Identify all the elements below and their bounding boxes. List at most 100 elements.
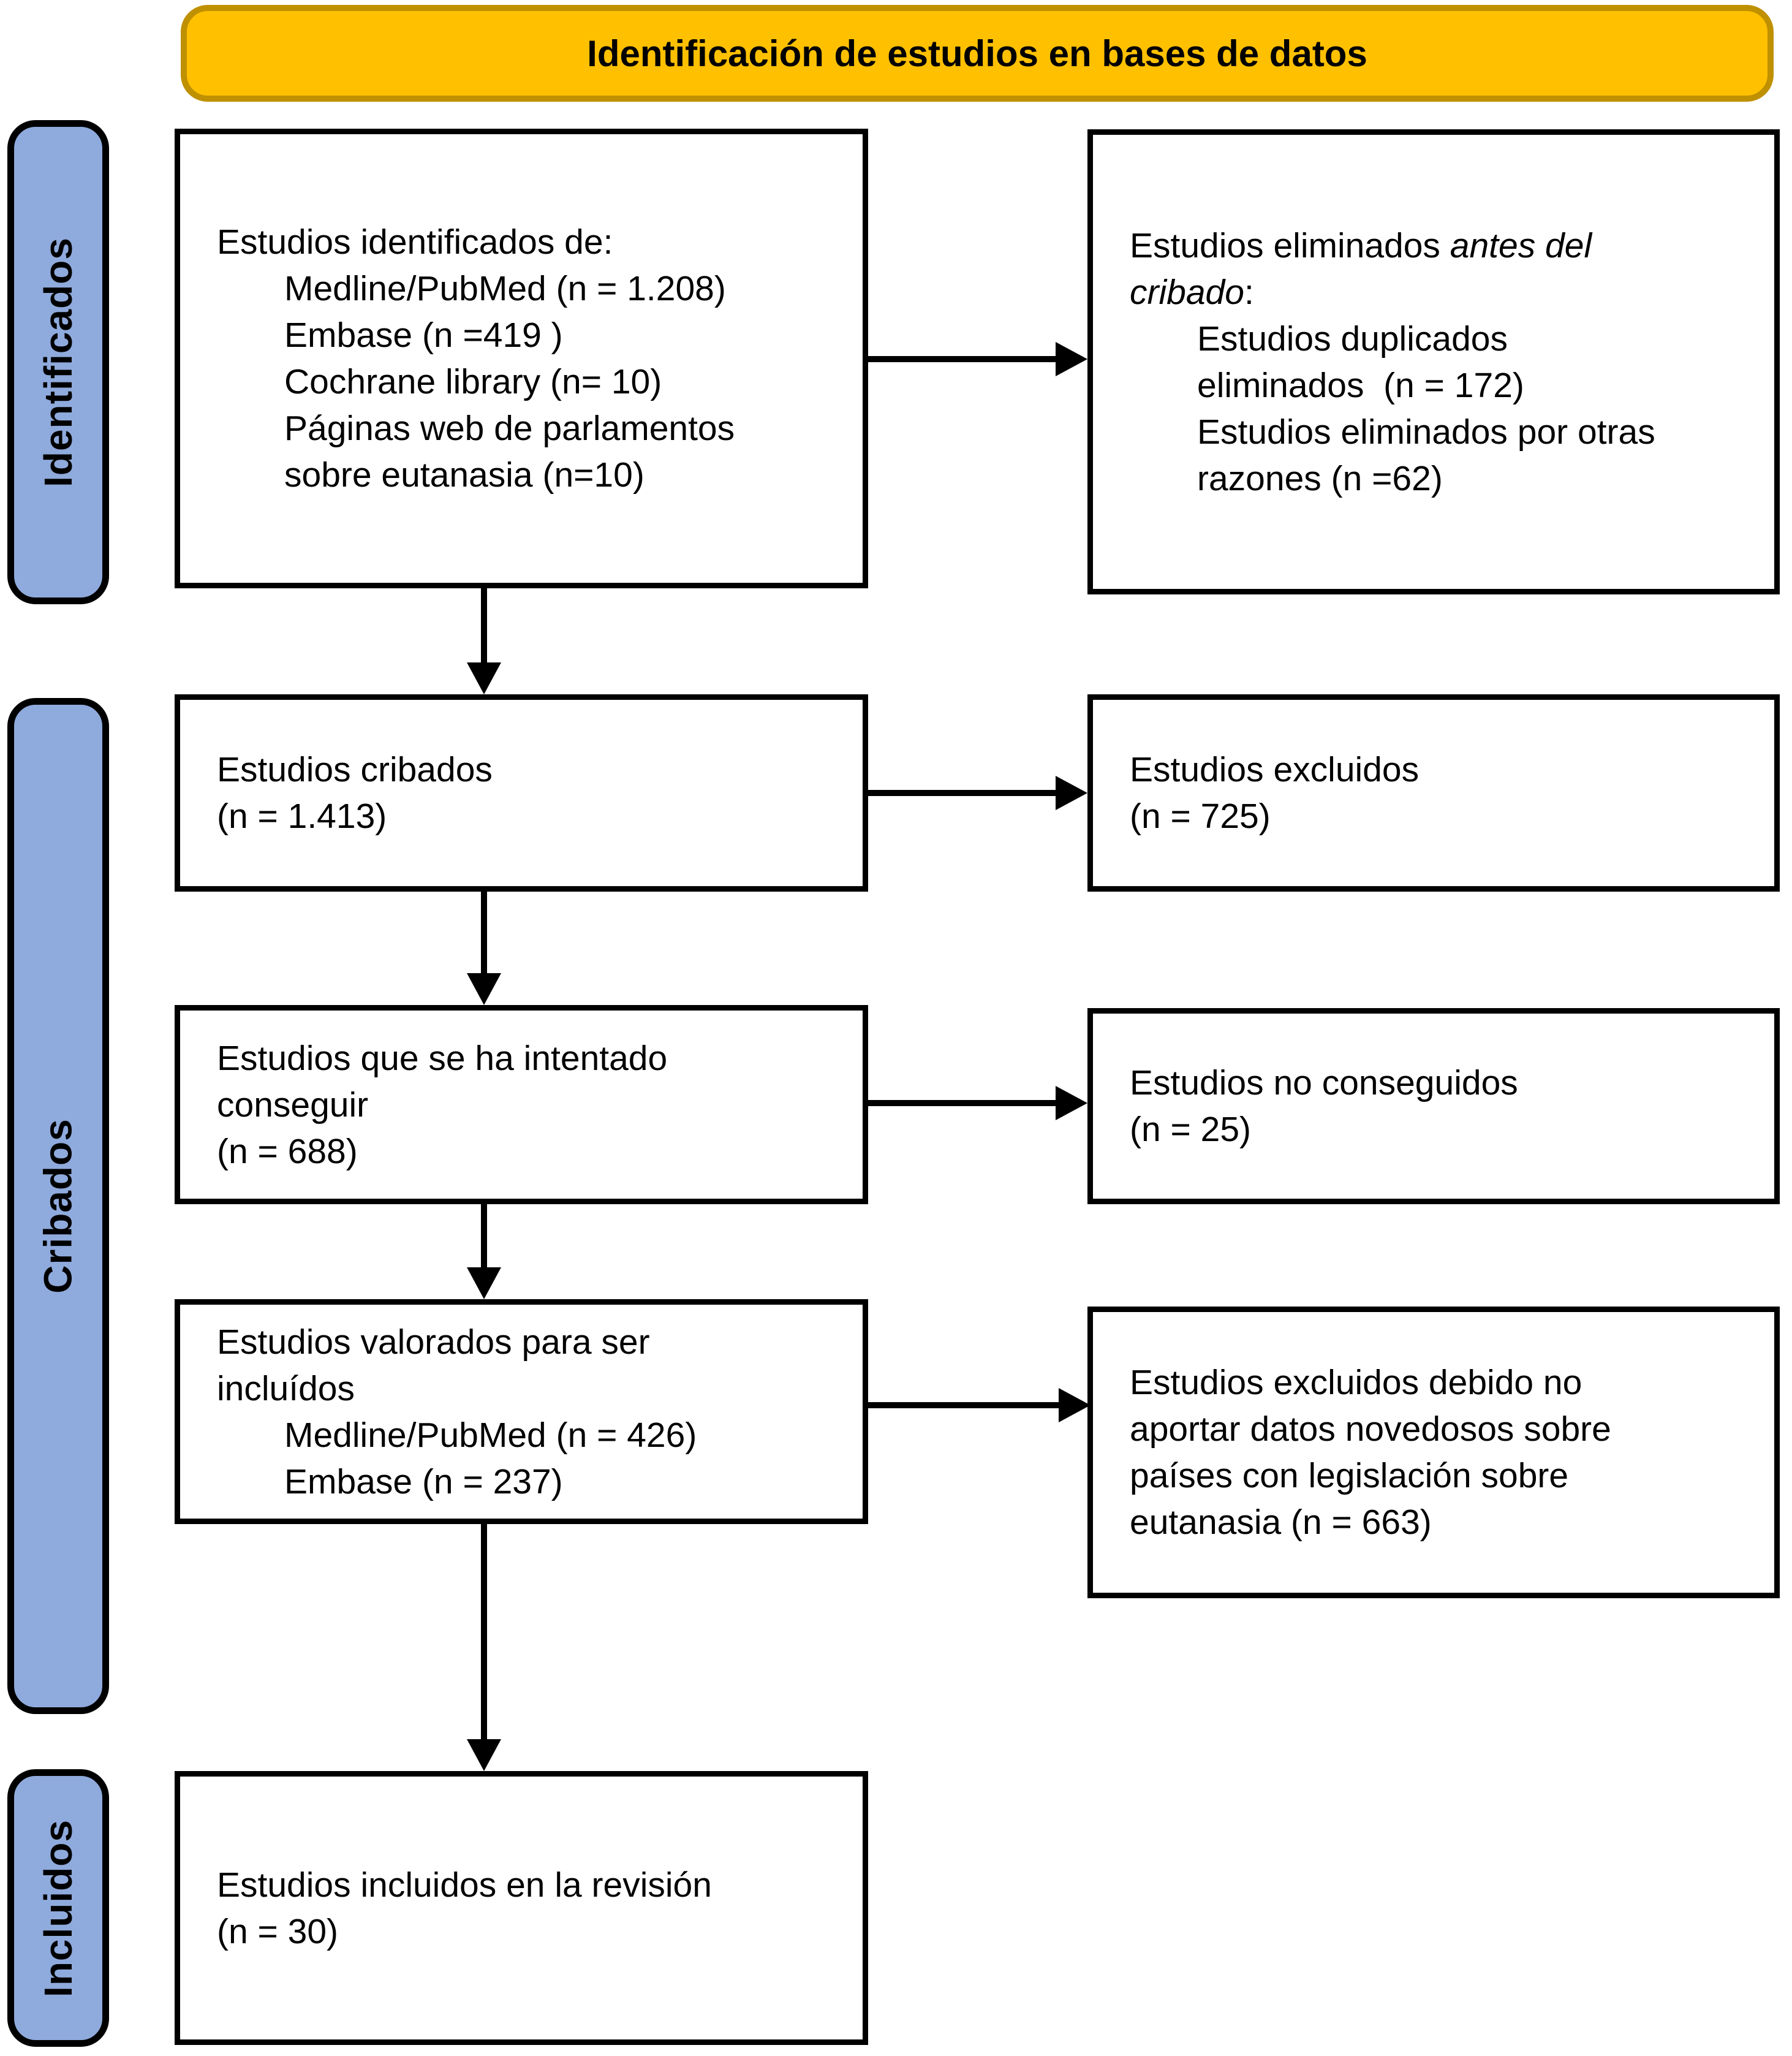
text-line: Medline/PubMed (n = 1.208) [217, 265, 726, 312]
text-segment: Estudios excluidos [1130, 750, 1420, 789]
text-segment: Estudios excluidos debido no [1130, 1363, 1582, 1402]
text-line: Estudios eliminados antes del [1130, 222, 1592, 269]
phase-label-cribados: Cribados [7, 698, 109, 1714]
text-line: incluídos [217, 1365, 355, 1412]
text-line: (n = 25) [1130, 1106, 1251, 1153]
text-line: Estudios excluidos [1130, 746, 1419, 793]
arrow-valorados-to-incluidos [467, 1524, 501, 1771]
arrow-head-down-icon [467, 662, 501, 694]
arrow-head-down-icon [467, 1739, 501, 1771]
text-segment: eliminados (n = 172) [1197, 365, 1524, 405]
text-line: Estudios identificados de: [217, 219, 613, 265]
text-line: Medline/PubMed (n = 426) [217, 1412, 697, 1459]
text-line: aportar datos novedosos sobre [1130, 1406, 1611, 1452]
text-segment: Páginas web de parlamentos [284, 409, 735, 448]
text-segment: Estudios que se ha intentado [217, 1038, 668, 1078]
text-line: Estudios cribados [217, 746, 493, 793]
text-line: (n = 725) [1130, 793, 1271, 840]
arrow-head-right-icon [1059, 1388, 1091, 1422]
text-line: Páginas web de parlamentos [217, 405, 735, 452]
arrow-shaft [481, 892, 487, 973]
text-segment: (n = 688) [217, 1131, 358, 1171]
text-segment: Estudios incluidos en la revisión [217, 1865, 712, 1905]
arrow-intentado-to-no-conseguidos [868, 1086, 1087, 1120]
arrow-valorados-to-excluidos-sin-datos [868, 1388, 1091, 1422]
text-line: (n = 688) [217, 1128, 358, 1175]
text-line: Estudios incluidos en la revisión [217, 1862, 712, 1908]
arrow-head-right-icon [1056, 342, 1087, 376]
text-line: Estudios no conseguidos [1130, 1060, 1518, 1106]
text-segment: Estudios eliminados por otras [1197, 412, 1655, 452]
text-line: eliminados (n = 172) [1130, 362, 1524, 409]
arrow-intentado-to-valorados [467, 1204, 501, 1299]
arrow-head-down-icon [467, 1267, 501, 1299]
arrow-shaft [868, 790, 1056, 796]
arrow-cribados-to-excluidos [868, 776, 1087, 810]
arrow-shaft [481, 1204, 487, 1267]
box-estudios-identificados: Estudios identificados de: Medline/PubMed… [175, 129, 868, 588]
text-segment: Estudios no conseguidos [1130, 1063, 1518, 1102]
box-estudios-incluidos-revision: Estudios incluidos en la revisión (n = 30… [175, 1771, 868, 2045]
header-banner: Identificación de estudios en bases de d… [181, 5, 1774, 102]
text-segment: (n = 725) [1130, 797, 1271, 836]
italic-text-segment: cribado [1130, 272, 1244, 312]
phase-label-identificados-text: Identificados [36, 237, 80, 487]
text-segment: Estudios eliminados [1130, 226, 1450, 265]
text-segment: conseguir [217, 1085, 369, 1125]
text-segment: Estudios valorados para ser [217, 1322, 650, 1362]
text-line: países con legislación sobre [1130, 1452, 1568, 1499]
text-line: sobre eutanasia (n=10) [217, 452, 645, 498]
box-estudios-no-conseguidos: Estudios no conseguidos (n = 25) [1087, 1008, 1780, 1204]
arrow-identificados-to-cribados [467, 588, 501, 694]
arrow-shaft [868, 356, 1056, 362]
text-segment: Cochrane library (n= 10) [284, 362, 662, 401]
phase-label-incluidos-text: Incluidos [36, 1819, 80, 1997]
text-segment: Embase (n =419 ) [284, 316, 563, 355]
arrow-shaft [481, 1524, 487, 1739]
box-estudios-cribados: Estudios cribados (n = 1.413) [175, 694, 868, 892]
text-line: cribado: [1130, 269, 1254, 316]
text-segment: Embase (n = 237) [284, 1462, 563, 1501]
text-segment: incluídos [217, 1368, 355, 1408]
phase-label-cribados-text: Cribados [36, 1118, 80, 1294]
text-line: Embase (n = 237) [217, 1459, 563, 1505]
box-estudios-excluidos: Estudios excluidos (n = 725) [1087, 694, 1780, 892]
text-segment: razones (n =62) [1197, 458, 1443, 498]
arrow-cribados-to-intentado [467, 892, 501, 1005]
text-line: Estudios valorados para ser [217, 1319, 650, 1365]
text-line: eutanasia (n = 663) [1130, 1499, 1432, 1546]
arrow-head-right-icon [1056, 776, 1087, 810]
text-segment: aportar datos novedosos sobre [1130, 1409, 1611, 1449]
phase-label-incluidos: Incluidos [7, 1769, 109, 2047]
arrow-shaft [868, 1402, 1059, 1408]
arrow-head-down-icon [467, 973, 501, 1005]
text-segment: Estudios cribados [217, 750, 493, 789]
header-title: Identificación de estudios en bases de d… [587, 32, 1367, 74]
text-segment: países con legislación sobre [1130, 1456, 1569, 1495]
text-line: Estudios excluidos debido no [1130, 1359, 1582, 1406]
text-segment: Medline/PubMed (n = 1.208) [284, 269, 726, 308]
text-line: Embase (n =419 ) [217, 312, 563, 358]
arrow-head-right-icon [1056, 1086, 1087, 1120]
text-line: Cochrane library (n= 10) [217, 358, 662, 405]
box-estudios-excluidos-sin-datos-novedosos: Estudios excluidos debido no aportar dato… [1087, 1307, 1780, 1598]
text-line: (n = 1.413) [217, 793, 387, 840]
text-segment: (n = 30) [217, 1911, 339, 1951]
text-segment: eutanasia (n = 663) [1130, 1503, 1432, 1542]
box-estudios-intentado-conseguir: Estudios que se ha intentado conseguir (n … [175, 1005, 868, 1204]
text-line: razones (n =62) [1130, 455, 1443, 502]
text-segment: : [1244, 272, 1254, 312]
arrow-shaft [481, 588, 487, 662]
text-line: conseguir [217, 1082, 368, 1128]
text-segment: Estudios duplicados [1197, 319, 1508, 358]
arrow-identificados-to-eliminados [868, 342, 1087, 376]
italic-text-segment: antes del [1450, 226, 1592, 265]
text-segment: Estudios identificados de: [217, 222, 613, 262]
text-segment: (n = 1.413) [217, 797, 387, 836]
phase-label-identificados: Identificados [7, 120, 109, 604]
text-line: Estudios eliminados por otras [1130, 409, 1655, 455]
text-segment: (n = 25) [1130, 1110, 1252, 1149]
